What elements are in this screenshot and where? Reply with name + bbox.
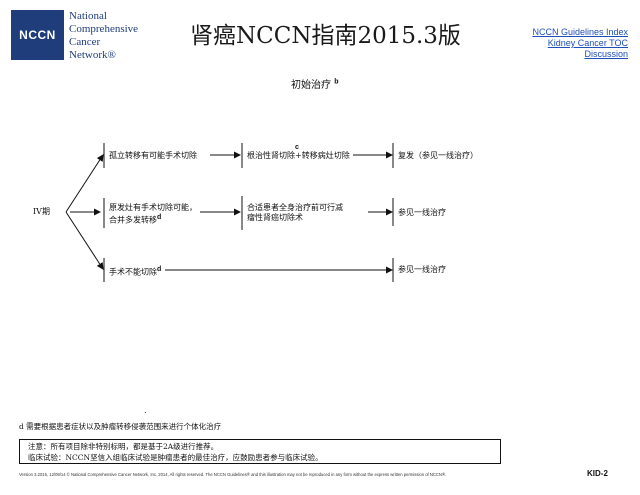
discussion-link[interactable]: Discussion <box>584 49 628 59</box>
row2-treatment-line: 合适患者全身治疗前可行减 <box>247 203 343 212</box>
nccn-logo: NCCN <box>11 10 64 60</box>
note-line: 注意：所有项目除非特别标明，都是基于2A级进行推荐。 <box>28 442 219 451</box>
note-line: 临床试验：NCCN坚信入组临床试验是肿瘤患者的最佳治疗，应鼓励患者参与临床试验。 <box>28 453 323 462</box>
row2-treatment-line: 瘤性肾癌切除术 <box>247 213 303 222</box>
row2-treatment: 合适患者全身治疗前可行减 瘤性肾癌切除术 <box>247 203 343 223</box>
row1-treatment-text: 根治性肾切除+转移病灶切除 <box>247 151 350 160</box>
row2-condition: 原发灶有手术切除可能， 合并多发转移d <box>109 203 197 226</box>
branch-line-lower <box>65 211 104 270</box>
kidney-toc-link[interactable]: Kidney Cancer TOC <box>547 38 628 48</box>
section-heading-text: 初始治疗 <box>291 80 331 91</box>
row3-condition: 手术不能切除d <box>109 265 161 278</box>
branch-line-upper <box>65 154 104 213</box>
footnote-d: d 需要根据患者症状以及肿瘤转移侵袭范围来进行个体化治疗 <box>19 422 222 431</box>
org-name-line: Network® <box>69 49 116 61</box>
row2-condition-line: 合并多发转移d <box>109 213 197 226</box>
row1-treatment-footnote-ref: c <box>295 143 299 156</box>
footnote-ref-c: c <box>295 144 299 151</box>
org-name-line: Comprehensive <box>69 23 139 35</box>
row2-condition-text: 合并多发转移 <box>109 215 157 225</box>
footnote-ref-d: d <box>157 266 162 273</box>
row2-outcome[interactable]: 参见一线治疗 <box>398 208 446 217</box>
version-copyright: Version 3.2015, 12/09/14 © National Comp… <box>19 472 447 477</box>
row1-treatment: 根治性肾切除+转移病灶切除 <box>247 151 350 161</box>
footnote-ref-d: d <box>157 214 162 221</box>
section-heading-footnote-ref: b <box>334 78 339 86</box>
stage-iv-label: IV期 <box>33 207 50 216</box>
row3-outcome[interactable]: 参见一线治疗 <box>398 265 446 274</box>
note-box: 注意：所有项目除非特别标明，都是基于2A级进行推荐。 临床试验：NCCN坚信入组… <box>19 439 501 464</box>
top-links: NCCN Guidelines Index Kidney Cancer TOC … <box>532 27 628 60</box>
row3-condition-text: 手术不能切除 <box>109 267 157 277</box>
org-name-line: National <box>69 10 107 22</box>
section-heading: 初始治疗 b <box>291 76 338 91</box>
row2-condition-line: 原发灶有手术切除可能， <box>109 203 197 212</box>
page-id: KID-2 <box>587 469 608 478</box>
page-title: 肾癌NCCN指南2015.3版 <box>190 23 461 49</box>
guidelines-index-link[interactable]: NCCN Guidelines Index <box>532 27 628 37</box>
org-name: National Comprehensive Cancer Network® <box>69 10 138 62</box>
org-name-line: Cancer <box>69 36 101 48</box>
stray-dot: . <box>144 406 147 415</box>
row1-outcome[interactable]: 复发（参见一线治疗） <box>398 151 478 160</box>
row1-condition: 孤立转移有可能手术切除 <box>109 151 197 160</box>
